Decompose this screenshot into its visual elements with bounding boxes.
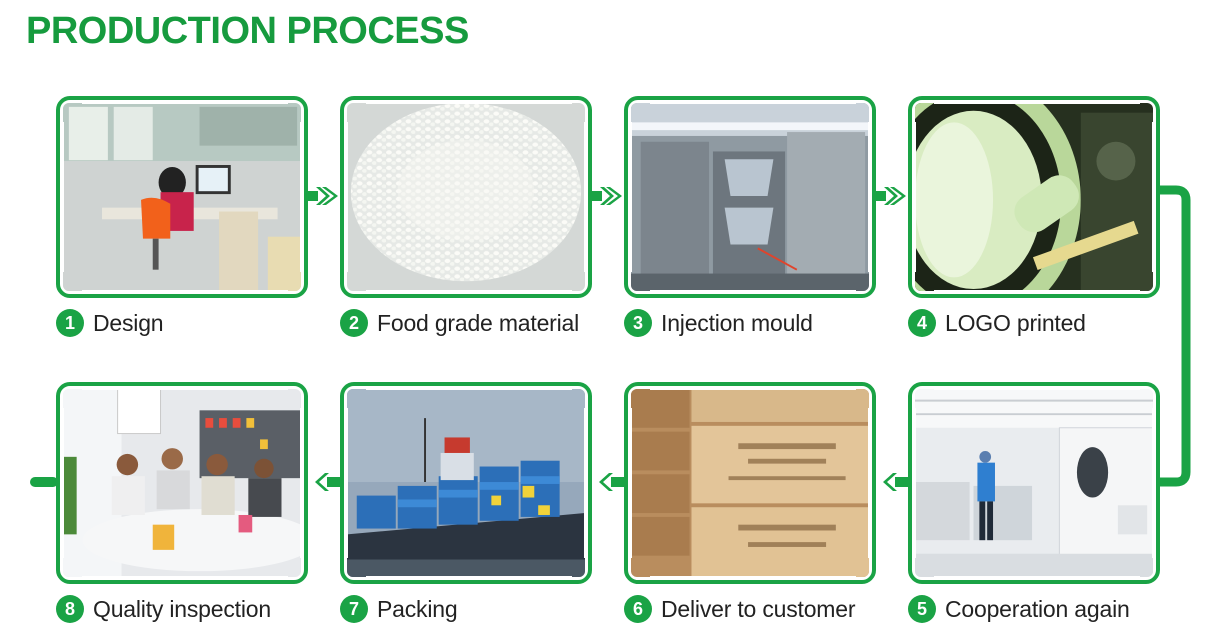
injection-mould-photo <box>631 103 869 291</box>
step-card-material: 2 Food grade material <box>340 96 592 337</box>
step-label: Deliver to customer <box>661 595 856 622</box>
meeting-room-photo <box>63 389 301 577</box>
plastic-pellets-photo <box>347 103 585 291</box>
arrow-right-icon <box>308 187 338 205</box>
step-caption: 4 LOGO printed <box>908 308 1086 338</box>
step-image-frame <box>624 96 876 298</box>
arrow-left-icon <box>599 473 625 491</box>
factory-floor-photo <box>915 389 1153 577</box>
step-card-quality: 8 Quality inspection <box>56 382 308 623</box>
step-card-cooperation: 5 Cooperation again <box>908 382 1160 623</box>
step-number-badge: 5 <box>908 595 936 623</box>
step-image-frame <box>908 382 1160 584</box>
step-image-frame <box>340 382 592 584</box>
office-design-photo <box>63 103 301 291</box>
step-label: Packing <box>377 595 458 622</box>
page-title: PRODUCTION PROCESS <box>26 10 469 52</box>
step-number-badge: 2 <box>340 309 368 337</box>
step-caption: 3 Injection mould <box>624 308 813 338</box>
step-label: Design <box>93 309 164 336</box>
step-number-badge: 4 <box>908 309 936 337</box>
step-number-badge: 7 <box>340 595 368 623</box>
carton-boxes-photo <box>631 389 869 577</box>
return-line <box>1160 185 1191 487</box>
step-number-badge: 6 <box>624 595 652 623</box>
step-image-frame <box>908 96 1160 298</box>
step-label: Injection mould <box>661 309 813 336</box>
arrow-right-icon <box>592 187 622 205</box>
step-caption: 1 Design <box>56 308 164 338</box>
arrow-left-icon <box>30 477 58 487</box>
step-number-badge: 3 <box>624 309 652 337</box>
step-label: Cooperation again <box>945 595 1130 622</box>
arrow-right-icon <box>876 187 906 205</box>
step-image-frame <box>624 382 876 584</box>
step-number-badge: 1 <box>56 309 84 337</box>
step-caption: 6 Deliver to customer <box>624 594 856 624</box>
step-image-frame <box>340 96 592 298</box>
step-card-deliver: 6 Deliver to customer <box>624 382 876 623</box>
step-card-mould: 3 Injection mould <box>624 96 876 337</box>
step-caption: 7 Packing <box>340 594 458 624</box>
step-label: LOGO printed <box>945 309 1086 336</box>
step-caption: 8 Quality inspection <box>56 594 271 624</box>
step-card-design: 1 Design <box>56 96 308 337</box>
container-ship-photo <box>347 389 585 577</box>
step-image-frame <box>56 96 308 298</box>
arrow-left-icon <box>883 473 909 491</box>
step-caption: 5 Cooperation again <box>908 594 1130 624</box>
step-image-frame <box>56 382 308 584</box>
step-label: Food grade material <box>377 309 580 336</box>
logo-printing-photo <box>915 103 1153 291</box>
step-number-badge: 8 <box>56 595 84 623</box>
step-card-logo: 4 LOGO printed <box>908 96 1160 337</box>
step-caption: 2 Food grade material <box>340 308 579 338</box>
step-label: Quality inspection <box>93 595 271 622</box>
step-card-packing: 7 Packing <box>340 382 592 623</box>
arrow-left-icon <box>315 473 341 491</box>
